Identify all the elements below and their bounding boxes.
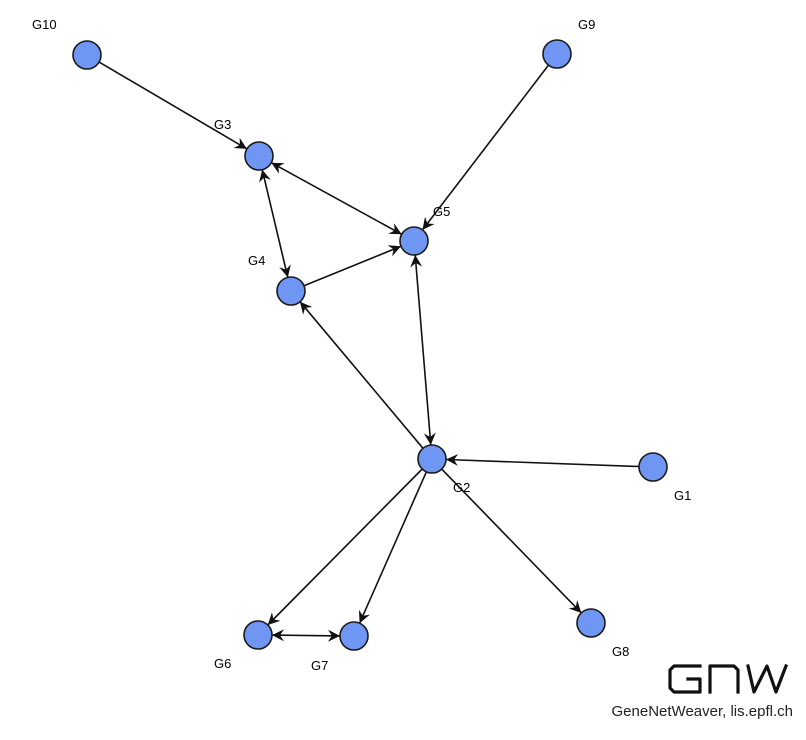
node-circle[interactable]	[638, 452, 668, 482]
node-circle[interactable]	[399, 226, 429, 256]
edge-g9-g5	[421, 64, 550, 231]
edge-g4-g5	[303, 245, 402, 287]
node-circle[interactable]	[243, 620, 273, 650]
edge-g1-g2	[445, 453, 640, 468]
node-g2[interactable]: G2	[417, 444, 470, 495]
edge-g2-g4	[299, 301, 424, 449]
node-circle[interactable]	[417, 444, 447, 474]
node-g10[interactable]: G10	[32, 17, 102, 70]
node-label: G2	[453, 480, 470, 495]
edge-g2-g7	[358, 471, 428, 624]
node-label: G9	[578, 17, 595, 32]
node-label: G4	[248, 253, 265, 268]
node-circle[interactable]	[276, 276, 306, 306]
credit-text[interactable]: GeneNetWeaver, lis.epfl.ch	[611, 703, 793, 720]
node-label: G7	[311, 658, 328, 673]
node-circle[interactable]	[576, 608, 606, 638]
node-g7[interactable]: G7	[311, 621, 369, 673]
node-label: G10	[32, 17, 57, 32]
edges-layer	[98, 61, 640, 642]
node-g3[interactable]: G3	[214, 117, 274, 171]
edge-g6-g7	[271, 629, 341, 642]
node-label: G3	[214, 117, 231, 132]
node-circle[interactable]	[339, 621, 369, 651]
node-g4[interactable]: G4	[248, 253, 306, 306]
node-g1[interactable]: G1	[638, 452, 691, 503]
edge-g5-g2	[410, 254, 436, 446]
node-label: G8	[612, 644, 629, 659]
gnw-logo	[668, 663, 789, 694]
node-label: G1	[674, 488, 691, 503]
node-g5[interactable]: G5	[399, 204, 450, 256]
node-circle[interactable]	[72, 40, 102, 70]
node-label: G6	[214, 656, 231, 671]
edge-g2-g6	[267, 468, 423, 626]
edge-g3-g4	[259, 169, 291, 278]
node-label: G5	[433, 204, 450, 219]
node-g8[interactable]: G8	[576, 608, 629, 659]
node-circle[interactable]	[542, 39, 572, 69]
edge-g2-g8	[441, 468, 582, 614]
edge-g10-g3	[98, 61, 248, 150]
edge-g3-g5	[270, 161, 403, 236]
node-circle[interactable]	[244, 141, 274, 171]
node-g9[interactable]: G9	[542, 17, 595, 69]
node-g6[interactable]: G6	[214, 620, 273, 671]
